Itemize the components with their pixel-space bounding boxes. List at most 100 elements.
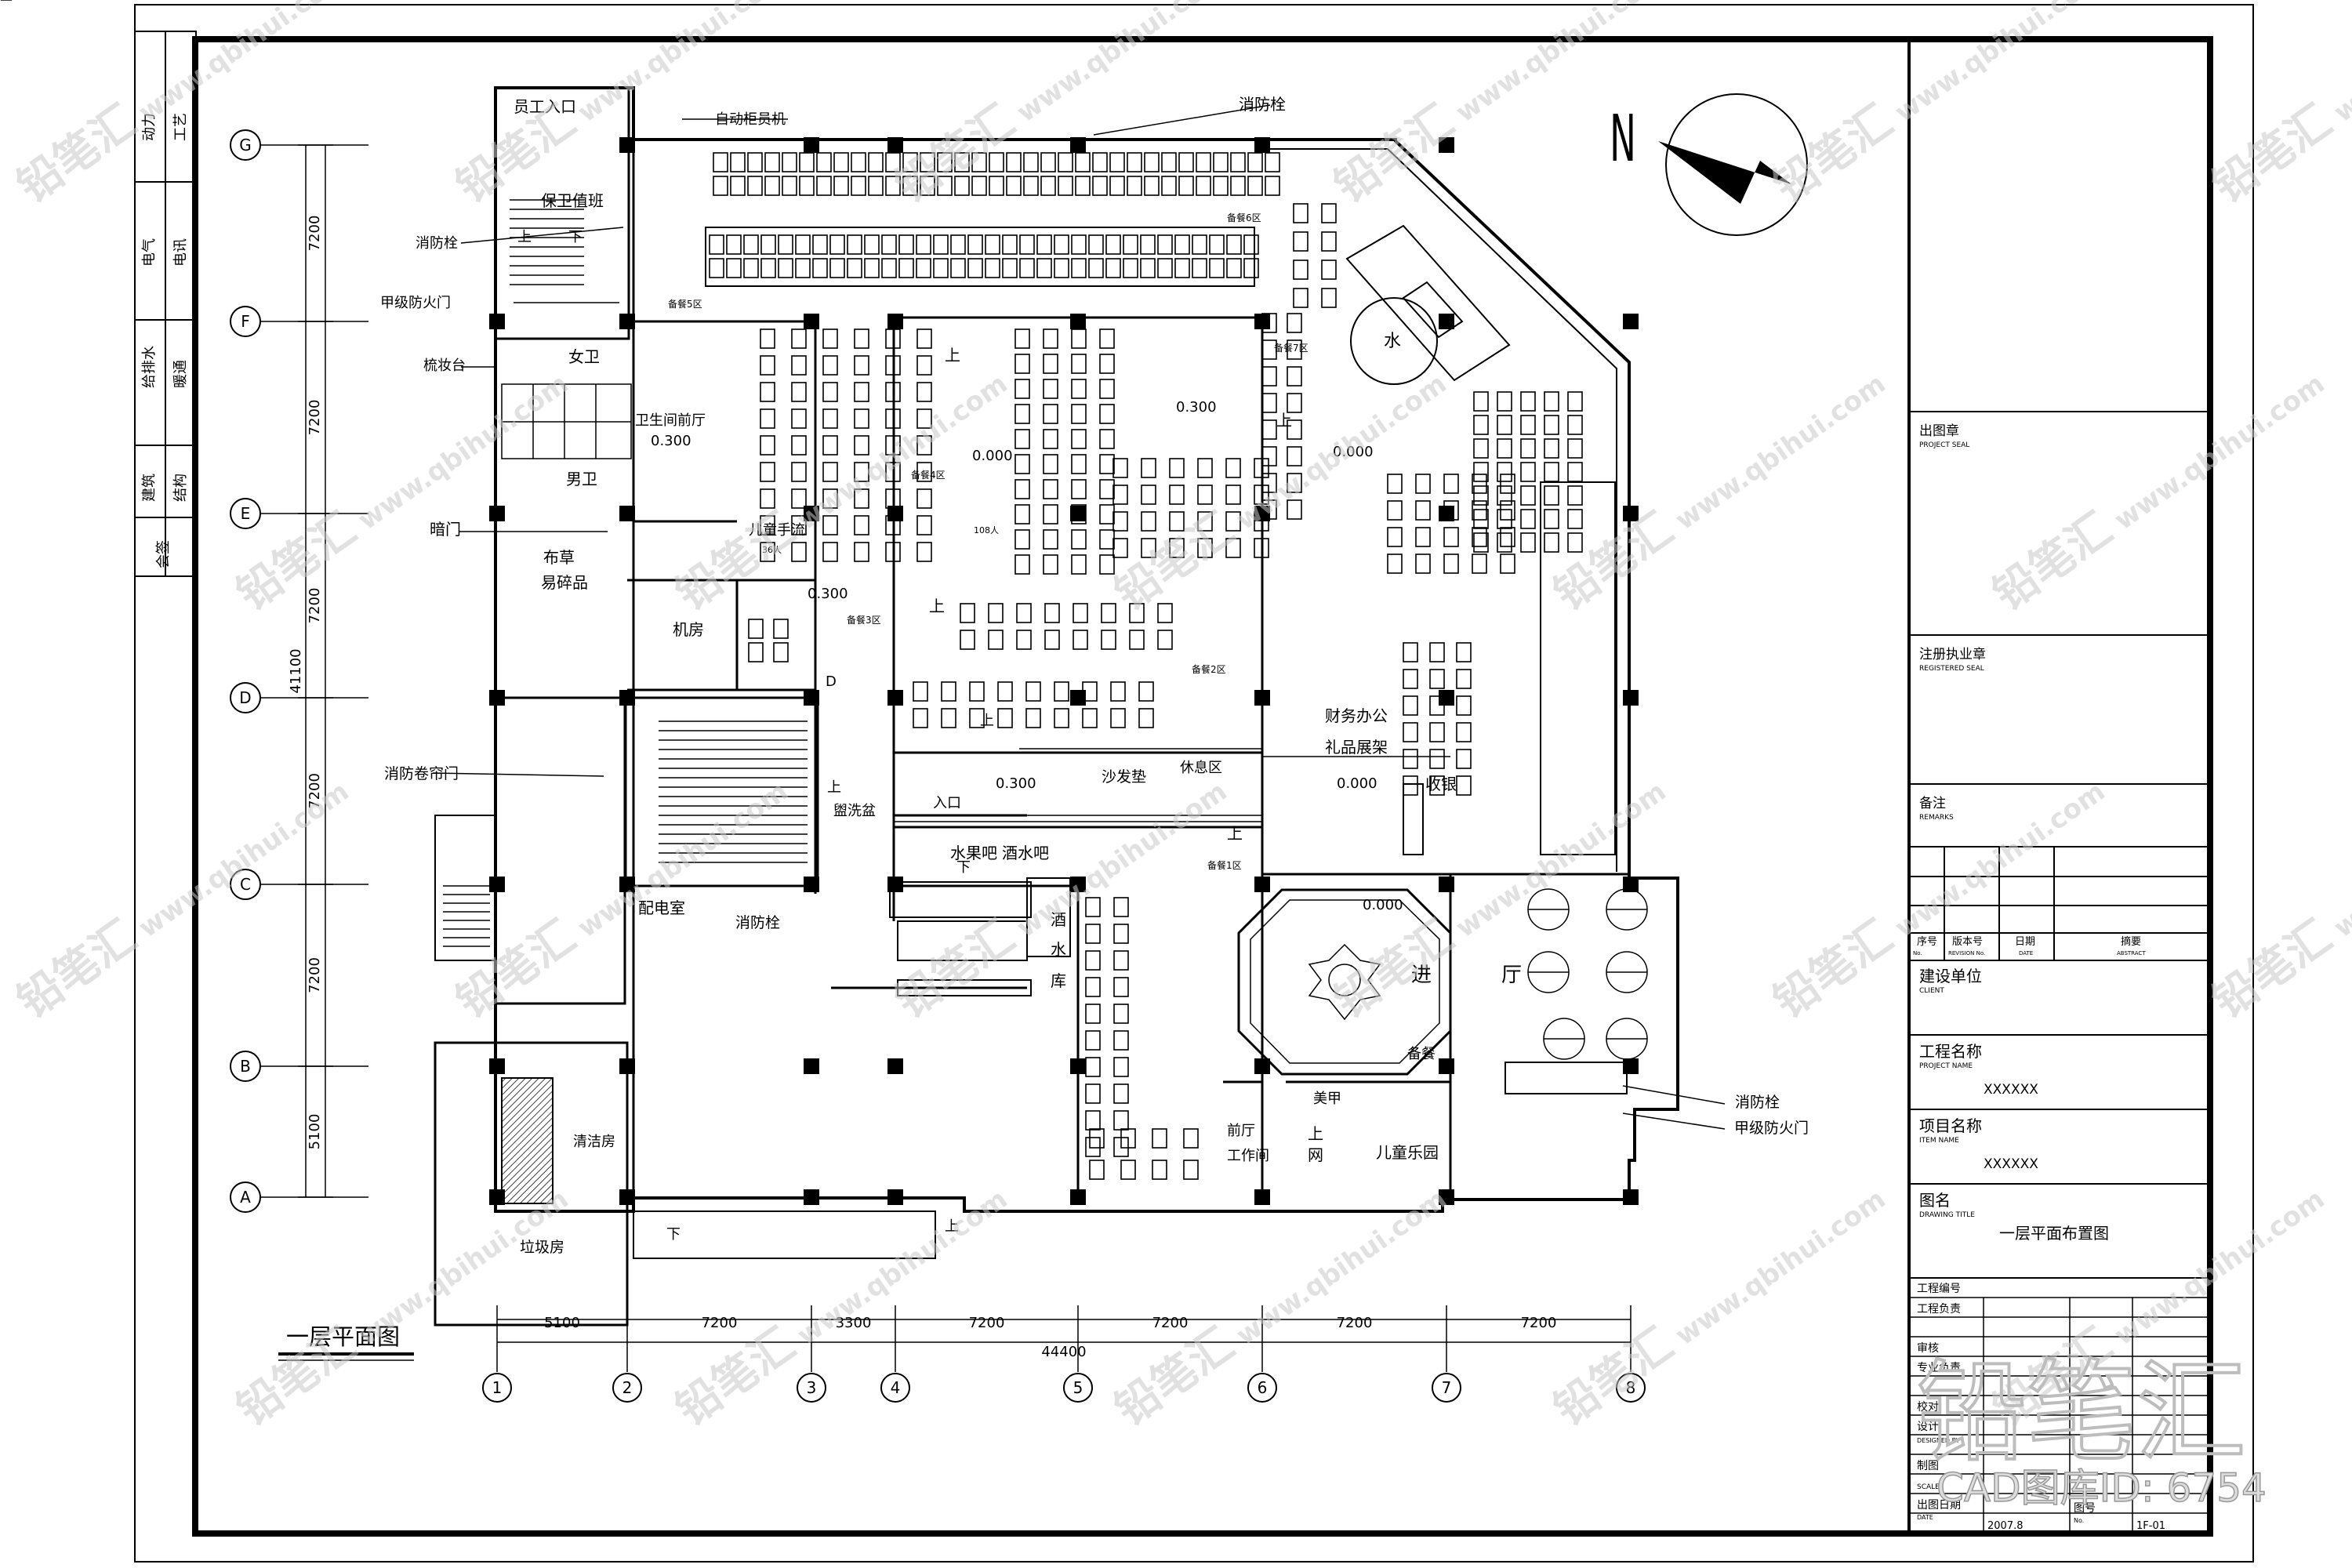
dining-table xyxy=(760,435,775,456)
dining-table xyxy=(1287,499,1302,520)
dining-table xyxy=(1113,1030,1129,1051)
dining-table xyxy=(743,258,759,278)
dining-table xyxy=(1014,479,1030,499)
structural-column xyxy=(489,690,505,706)
dining-table xyxy=(868,152,884,172)
dining-table xyxy=(967,258,983,278)
structural-column xyxy=(804,1189,819,1205)
dining-table xyxy=(854,435,869,456)
dining-table xyxy=(1071,554,1087,575)
date-en: DATE xyxy=(2019,950,2033,956)
axis-label-6: 6 xyxy=(1258,1378,1268,1397)
structural-column xyxy=(804,690,819,706)
dining-table xyxy=(1226,258,1242,278)
dining-table xyxy=(1321,203,1337,223)
drawn-label: 制图 xyxy=(1917,1460,1939,1472)
dining-table xyxy=(954,176,970,196)
dining-table xyxy=(1169,511,1185,532)
dining-table xyxy=(782,176,797,196)
structural-column xyxy=(804,314,819,329)
dining-table xyxy=(1112,485,1128,505)
dining-table xyxy=(847,258,862,278)
dining-table xyxy=(833,152,849,172)
dining-table xyxy=(1403,722,1418,742)
dining-table xyxy=(1085,1137,1101,1157)
dining-table xyxy=(760,258,776,278)
dining-table xyxy=(1197,511,1213,532)
room-label: 上 xyxy=(827,779,841,796)
room-label: 水 xyxy=(1051,940,1066,959)
axis-bubble-2 xyxy=(612,1373,642,1403)
watermark-url: www.qbihui.com xyxy=(1450,775,1672,944)
structural-column xyxy=(887,506,903,521)
dining-table xyxy=(902,152,918,172)
structural-column xyxy=(804,877,819,892)
dining-table xyxy=(1544,485,1559,506)
dining-table xyxy=(1429,749,1445,769)
dining-table xyxy=(1544,415,1559,435)
dining-table xyxy=(1140,258,1156,278)
dining-table xyxy=(1520,391,1536,412)
dining-table xyxy=(1443,500,1459,521)
dining-table xyxy=(822,488,838,509)
axis-bubble-7 xyxy=(1432,1373,1461,1403)
dining-table xyxy=(1112,538,1128,558)
dining-table xyxy=(1014,454,1030,474)
dining-table xyxy=(885,176,901,196)
dining-table xyxy=(881,258,897,278)
dining-table xyxy=(1183,1160,1199,1180)
structural-column xyxy=(887,690,903,706)
signature-strip: 动力 工艺 电气 电讯 给排水 暖通 建筑 结构 会签 xyxy=(134,31,197,577)
axis-label-3: 3 xyxy=(807,1378,817,1397)
dining-table xyxy=(760,462,775,482)
dining-table xyxy=(1473,509,1489,529)
dining-table xyxy=(916,355,932,376)
dining-table xyxy=(1225,458,1241,478)
room-label: 儿童手流 xyxy=(749,522,805,539)
room-label: 0.300 xyxy=(996,775,1036,792)
dining-table xyxy=(791,355,807,376)
dining-table xyxy=(1025,708,1041,728)
dining-table xyxy=(1174,234,1190,255)
dining-table xyxy=(760,408,775,429)
dining-table xyxy=(799,152,815,172)
dining-table xyxy=(1071,404,1087,424)
watermark-brand: 铅笔汇 xyxy=(1326,911,1463,1029)
dining-table xyxy=(916,435,932,456)
axis-label-C: C xyxy=(240,875,251,894)
axis-label-B: B xyxy=(240,1057,251,1076)
dining-table xyxy=(1261,393,1277,413)
dining-table xyxy=(1002,258,1018,278)
dining-table xyxy=(854,462,869,482)
room-label: 保卫值班 xyxy=(541,191,604,210)
dining-table xyxy=(1071,234,1087,255)
dining-table xyxy=(1141,458,1156,478)
watermark-url: www.qbihui.com xyxy=(2109,1183,2331,1352)
structural-column xyxy=(1439,877,1454,892)
dining-table xyxy=(1044,630,1060,650)
dining-table xyxy=(864,258,880,278)
dining-table xyxy=(1443,527,1459,547)
watermark-url: www.qbihui.com xyxy=(572,0,794,129)
dining-table xyxy=(1544,509,1559,529)
dining-table xyxy=(1129,603,1145,623)
dining-table xyxy=(950,234,966,255)
dining-table xyxy=(1141,485,1156,505)
watermark-brand: 铅笔汇 xyxy=(1765,911,1902,1029)
dining-table xyxy=(885,435,901,456)
structural-column xyxy=(887,1189,903,1205)
structural-column xyxy=(1439,1058,1454,1074)
room-label: 暗门 xyxy=(430,520,461,539)
dining-table xyxy=(1473,485,1489,506)
dining-table xyxy=(1567,391,1583,412)
left-step xyxy=(434,815,496,961)
room-label: 消防栓 xyxy=(1735,1094,1780,1111)
dining-table xyxy=(1178,152,1194,172)
dining-table xyxy=(885,408,901,429)
dining-table xyxy=(1157,630,1173,650)
dining-table xyxy=(1192,258,1207,278)
drawing-caption: 一层平面图 xyxy=(286,1323,400,1350)
watermark-brand: 铅笔汇 xyxy=(1326,96,1463,213)
room-label: 上 xyxy=(0,0,13,3)
dining-table xyxy=(937,176,953,196)
